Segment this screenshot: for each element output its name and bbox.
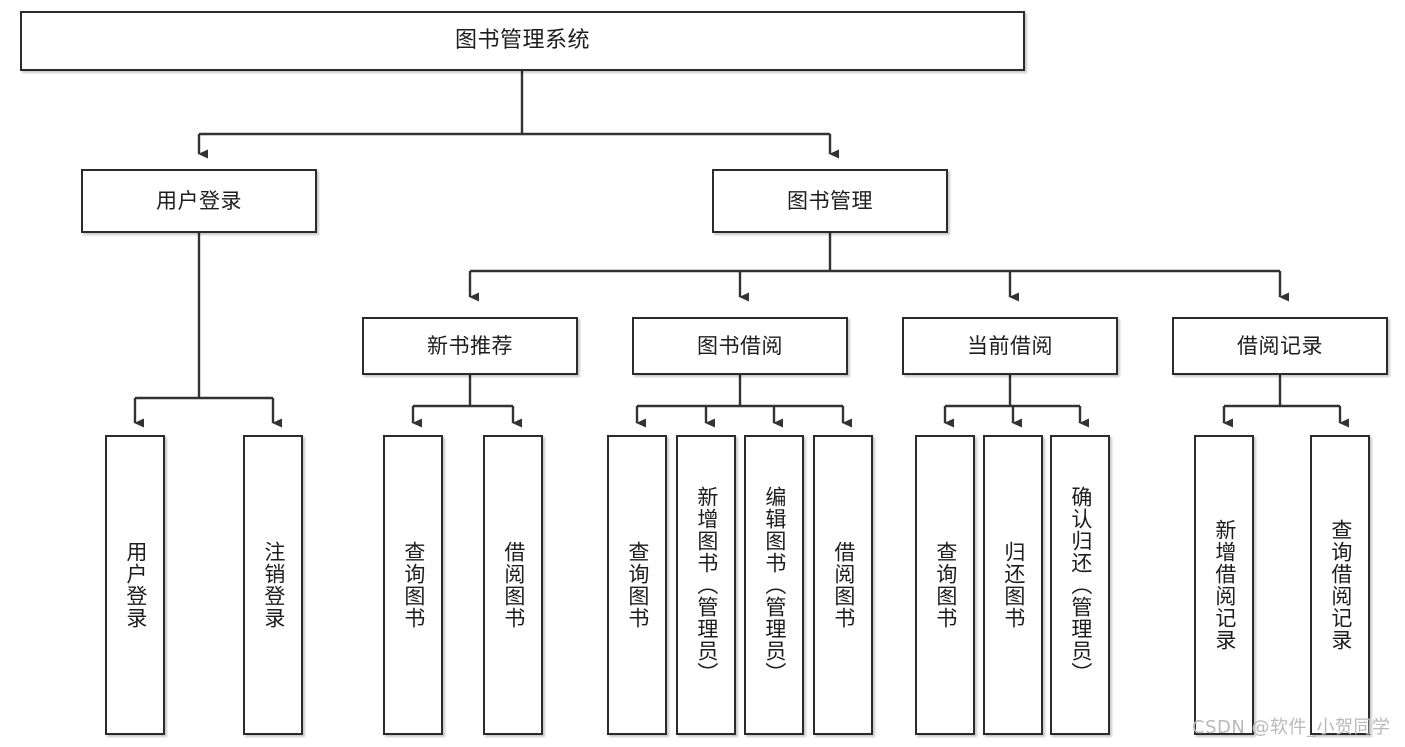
node-book-management[interactable]: 图书管理 (712, 169, 948, 233)
node-leaf-edit-book[interactable]: 编辑图书（管理员） (744, 435, 804, 735)
csdn-watermark: CSDN @软件_小贺同学 (1192, 717, 1391, 738)
node-leaf-user-login-label: 用户登录 (123, 541, 148, 629)
node-leaf-logout-login-label: 注销登录 (261, 541, 286, 629)
node-leaf-confirm-return[interactable]: 确认归还（管理员） (1050, 435, 1110, 735)
node-book-borrow-label: 图书借阅 (697, 333, 783, 358)
node-leaf-borrow-book-1-label: 借阅图书 (501, 541, 526, 629)
node-leaf-query-book-1-label: 查询图书 (401, 541, 426, 629)
node-borrow-record-label: 借阅记录 (1237, 333, 1323, 358)
node-current-borrow-label: 当前借阅 (967, 333, 1053, 358)
node-new-book-recommend[interactable]: 新书推荐 (362, 317, 578, 375)
node-leaf-query-book-2[interactable]: 查询图书 (607, 435, 667, 735)
node-leaf-query-record-label: 查询借阅记录 (1328, 519, 1353, 651)
node-leaf-add-record[interactable]: 新增借阅记录 (1194, 435, 1254, 735)
node-leaf-add-record-label: 新增借阅记录 (1212, 519, 1237, 651)
node-root-label: 图书管理系统 (454, 28, 590, 54)
node-current-borrow[interactable]: 当前借阅 (902, 317, 1118, 375)
node-leaf-query-book-3-label: 查询图书 (933, 541, 958, 629)
node-leaf-edit-book-label: 编辑图书（管理员） (762, 486, 787, 684)
node-user-login[interactable]: 用户登录 (81, 169, 317, 233)
node-new-book-recommend-label: 新书推荐 (427, 333, 513, 358)
node-leaf-user-login[interactable]: 用户登录 (105, 435, 165, 735)
node-leaf-add-book[interactable]: 新增图书（管理员） (676, 435, 736, 735)
node-leaf-return-book[interactable]: 归还图书 (983, 435, 1043, 735)
node-book-borrow[interactable]: 图书借阅 (632, 317, 848, 375)
node-user-login-label: 用户登录 (156, 188, 242, 213)
node-leaf-borrow-book-2[interactable]: 借阅图书 (813, 435, 873, 735)
node-leaf-confirm-return-label: 确认归还（管理员） (1068, 486, 1093, 684)
node-leaf-return-book-label: 归还图书 (1001, 541, 1026, 629)
node-root[interactable]: 图书管理系统 (20, 11, 1025, 71)
node-leaf-query-book-2-label: 查询图书 (625, 541, 650, 629)
node-leaf-borrow-book-2-label: 借阅图书 (831, 541, 856, 629)
node-leaf-query-record[interactable]: 查询借阅记录 (1310, 435, 1370, 735)
node-leaf-query-book-1[interactable]: 查询图书 (383, 435, 443, 735)
node-leaf-add-book-label: 新增图书（管理员） (694, 486, 719, 684)
node-borrow-record[interactable]: 借阅记录 (1172, 317, 1388, 375)
node-book-management-label: 图书管理 (787, 188, 873, 213)
node-leaf-logout-login[interactable]: 注销登录 (243, 435, 303, 735)
node-leaf-borrow-book-1[interactable]: 借阅图书 (483, 435, 543, 735)
node-leaf-query-book-3[interactable]: 查询图书 (915, 435, 975, 735)
